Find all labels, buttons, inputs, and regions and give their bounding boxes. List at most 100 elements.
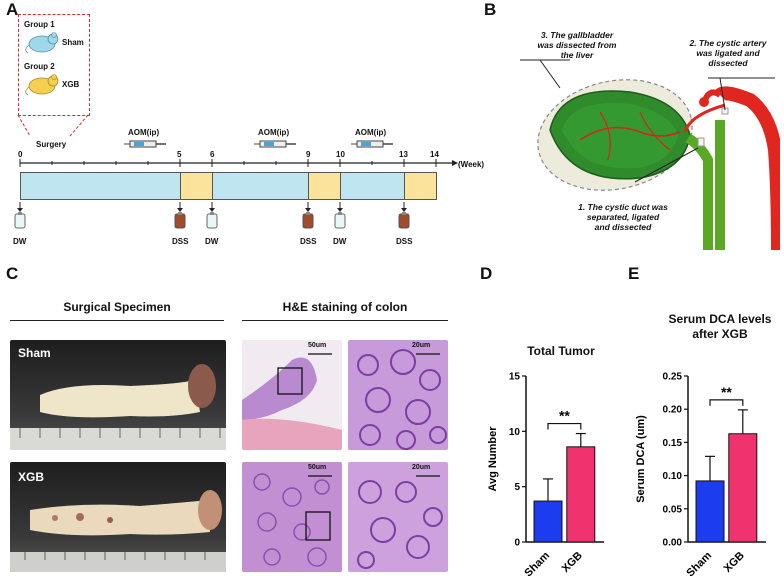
scale-bar-label: 20um xyxy=(412,464,431,471)
dss-label-1: DSS xyxy=(172,237,189,246)
step1-line: separated, ligated xyxy=(586,212,660,222)
group-box xyxy=(18,14,90,116)
y-tick-label: 0.10 xyxy=(663,471,683,482)
y-axis-label: Avg Number xyxy=(487,426,499,492)
xgb-specimen-photo xyxy=(10,462,226,572)
sham-specimen-photo xyxy=(10,340,226,450)
water-bottle-icon xyxy=(14,202,26,229)
dw-label-1: DW xyxy=(13,237,27,246)
step3-line: 3. The gallbladder xyxy=(540,30,614,40)
sham-photo-label: Sham xyxy=(18,346,51,360)
week-10: 10 xyxy=(336,150,345,159)
bar-xgb xyxy=(728,433,758,543)
week-13: 13 xyxy=(399,150,408,159)
step2-line: 2. The cystic artery xyxy=(689,38,767,48)
group2-label: Group 2 xyxy=(24,62,55,71)
y-tick-label: 0.15 xyxy=(663,438,683,449)
divider xyxy=(242,320,448,321)
bar-sham xyxy=(695,480,725,543)
y-tick-label: 5 xyxy=(514,482,520,493)
water-bottle-icon xyxy=(334,202,346,229)
step3-line: the liver xyxy=(560,50,594,60)
scale-bar-label: 20um xyxy=(412,342,431,349)
dss-bottle-icon xyxy=(174,202,186,229)
water-period xyxy=(340,172,405,200)
timeline-axis xyxy=(19,159,458,167)
week-5: 5 xyxy=(177,150,182,159)
x-tick-label: Sham xyxy=(522,549,552,579)
x-tick-label: Sham xyxy=(684,549,714,579)
x-tick-label: XGB xyxy=(560,550,585,575)
week-0: 0 xyxy=(18,150,23,159)
water-period xyxy=(20,172,181,200)
y-axis-label: Serum DCA (um) xyxy=(635,415,647,503)
dss-bottle-icon xyxy=(398,202,410,229)
chart-e-title: Serum DCA levels after XGB xyxy=(660,312,780,342)
sham-he-low-mag xyxy=(242,340,342,450)
step3-caption: 3. The gallbladder was dissected from th… xyxy=(512,30,642,60)
significance-bracket xyxy=(709,399,744,406)
week-14: 14 xyxy=(430,150,439,159)
bar-sham xyxy=(533,500,563,543)
group1-label: Group 1 xyxy=(24,20,55,29)
group-connector xyxy=(17,114,89,137)
aom-label-2: AOM(ip) xyxy=(258,128,290,137)
xgb-photo-label: XGB xyxy=(18,470,45,484)
y-tick-label: 10 xyxy=(509,427,521,438)
step2-line: was ligated and xyxy=(696,48,760,58)
chart-d-title: Total Tumor xyxy=(527,344,595,358)
water-period xyxy=(212,172,309,200)
step3-line: was dissected from xyxy=(537,40,617,50)
chart-e-title-line: after XGB xyxy=(692,327,748,341)
step2-line: dissected xyxy=(708,58,748,68)
gallbladder-diagram xyxy=(520,59,780,250)
syringe-icon xyxy=(351,140,393,148)
y-tick-label: 0.25 xyxy=(663,372,683,383)
chart-e-title-line: Serum DCA levels xyxy=(668,312,772,326)
surgery-label: Surgery xyxy=(36,140,67,149)
he-staining-title: H&E staining of colon xyxy=(282,300,408,314)
xgb-group-label: XGB xyxy=(62,80,80,89)
week-unit-label: (Week) xyxy=(458,160,485,169)
sham-mouse-icon xyxy=(25,32,59,54)
sham-group-label: Sham xyxy=(62,38,84,47)
dss-period xyxy=(404,172,437,200)
y-tick-label: 0.20 xyxy=(663,405,683,416)
syringe-icon xyxy=(254,140,296,148)
step1-caption: 1. The cystic duct was separated, ligate… xyxy=(558,202,688,232)
y-tick-label: 15 xyxy=(509,372,521,383)
panel-c-letter: C xyxy=(6,264,19,283)
panel-a-letter: A xyxy=(6,0,19,19)
xgb-he-low-mag xyxy=(242,462,342,572)
significance-label: ** xyxy=(559,408,570,424)
dw-label-3: DW xyxy=(333,237,347,246)
surgical-specimen-title: Surgical Specimen xyxy=(63,300,171,314)
divider xyxy=(10,320,224,321)
xgb-he-high-mag xyxy=(348,462,448,572)
step2-caption: 2. The cystic artery was ligated and dis… xyxy=(676,38,780,68)
week-6: 6 xyxy=(210,150,215,159)
step1-line: 1. The cystic duct was xyxy=(578,202,668,212)
y-tick-label: 0.00 xyxy=(663,538,683,549)
xgb-mouse-icon xyxy=(25,74,59,96)
dw-label-2: DW xyxy=(205,237,219,246)
panel-b-letter: B xyxy=(484,0,497,19)
water-bottle-icon xyxy=(206,202,218,229)
dss-label-2: DSS xyxy=(300,237,317,246)
panel-e-letter: E xyxy=(628,264,640,283)
dss-label-3: DSS xyxy=(396,237,413,246)
scale-bar-label: 50um xyxy=(308,342,327,349)
x-tick-label: XGB xyxy=(722,550,747,575)
significance-label: ** xyxy=(721,384,732,400)
dss-period xyxy=(308,172,341,200)
syringe-icon xyxy=(124,140,166,148)
aom-label-1: AOM(ip) xyxy=(128,128,160,137)
dss-period xyxy=(180,172,213,200)
step1-line: and dissected xyxy=(594,222,652,232)
significance-bracket xyxy=(547,422,582,430)
week-9: 9 xyxy=(306,150,311,159)
sham-he-high-mag xyxy=(348,340,448,450)
aom-label-3: AOM(ip) xyxy=(355,128,387,137)
